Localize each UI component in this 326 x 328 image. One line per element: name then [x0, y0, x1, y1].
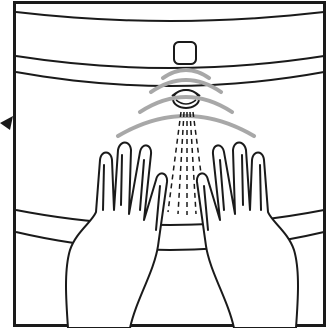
- left-hand-icon: [65, 141, 169, 328]
- wave-arc-1: [161, 68, 211, 80]
- wave-arc-4: [116, 114, 256, 138]
- housing-middle-curve: [15, 55, 325, 69]
- sensor-wave-arcs: [116, 68, 256, 138]
- housing-upper-edge: [15, 71, 325, 87]
- housing-lower-curve: [15, 209, 325, 226]
- housing-top-curve: [15, 11, 325, 22]
- wave-arc-3: [138, 95, 234, 114]
- wave-arc-2: [149, 78, 223, 94]
- arrow-left-icon: [0, 116, 13, 130]
- right-hand-icon: [195, 141, 299, 328]
- power-button-icon: [173, 41, 197, 65]
